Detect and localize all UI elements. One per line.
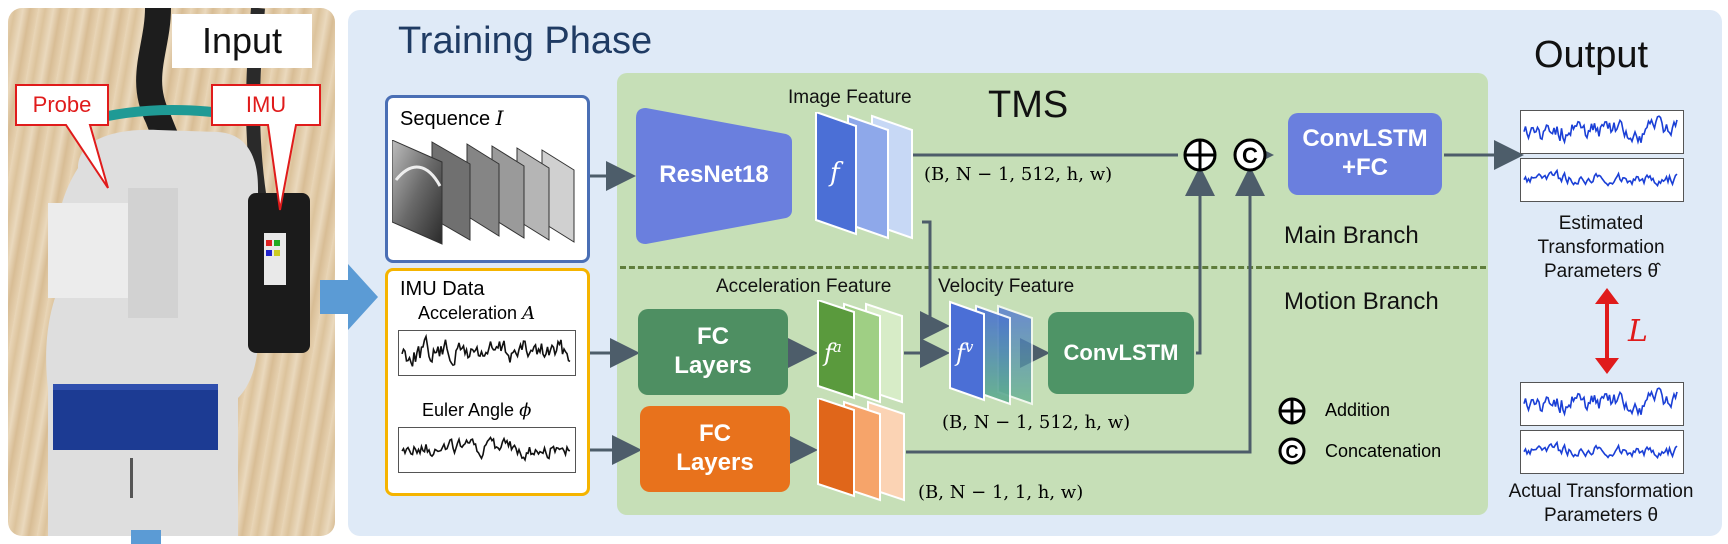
estimated-signal-box-2 xyxy=(1520,158,1684,202)
velocity-shape-label: (B, N − 1, 512, h, w) xyxy=(942,412,1131,433)
velocity-feature-sup: v xyxy=(964,338,974,356)
main-branch-label: Main Branch xyxy=(1284,222,1419,249)
euler-angle-signal xyxy=(401,435,571,463)
estimated-signal-2 xyxy=(1523,168,1678,188)
tms-title: TMS xyxy=(988,84,1069,126)
estimated-line3: Parameters θ̂ xyxy=(1543,261,1659,282)
output-title: Output xyxy=(1534,34,1649,76)
velocity-feature-f: f xyxy=(956,339,965,367)
acceleration-feature-symbol: fa xyxy=(824,338,842,367)
loss-arrow xyxy=(1595,288,1619,374)
probe-label: Probe xyxy=(32,92,92,117)
acceleration-label-text: Acceleration xyxy=(418,303,518,323)
euler-angle-label: Euler Angle ϕ xyxy=(422,400,531,421)
resnet-label: ResNet18 xyxy=(659,160,769,188)
image-shape-label: (B, N − 1, 512, h, w) xyxy=(924,164,1113,185)
signal-trace xyxy=(1523,168,1678,188)
estimated-params-label: Estimated Transformation Parameters θ̂ xyxy=(1520,212,1682,284)
legend-concat-icon: C xyxy=(1278,437,1306,465)
acceleration-feature-stack xyxy=(817,300,903,404)
image-feature-stack xyxy=(815,112,913,240)
input-arrow xyxy=(320,264,378,330)
acceleration-feature-sup: a xyxy=(832,338,842,356)
concat-operator: C xyxy=(1233,138,1267,172)
image-feature-label: Image Feature xyxy=(788,87,912,108)
signal-trace xyxy=(1523,387,1678,417)
signal-trace xyxy=(401,333,571,367)
imu-label: IMU xyxy=(245,92,287,117)
sequence-label-text: Sequence xyxy=(400,108,491,130)
actual-signal-box-2 xyxy=(1520,430,1684,474)
fc-layers-euler-line2: Layers xyxy=(676,449,754,476)
fc-layers-accel-line1: FC xyxy=(697,323,729,351)
estimated-line1: Estimated xyxy=(1558,213,1644,234)
head-line1: ConvLSTM xyxy=(1302,125,1428,153)
imu-callout xyxy=(211,84,321,211)
velocity-feature-label: Velocity Feature xyxy=(938,276,1075,297)
angle-feature-stack xyxy=(817,398,905,502)
velocity-feature-stack xyxy=(949,300,1033,406)
fc-layers-euler: FC Layers xyxy=(640,406,790,492)
legend-addition-icon xyxy=(1278,397,1306,425)
convlstm-fc-head: ConvLSTM +FC xyxy=(1288,113,1442,195)
angle-to-concat-arrow xyxy=(906,166,1265,454)
signal-trace xyxy=(401,435,571,463)
probe-callout xyxy=(15,84,109,189)
signal-trace xyxy=(1523,115,1678,145)
acceleration-label: Acceleration A xyxy=(418,303,535,324)
resnet-block-shape xyxy=(636,108,792,244)
euler-angle-symbol: ϕ xyxy=(519,400,532,421)
fc-layers-euler-line1: FC xyxy=(699,420,731,448)
fc-layers-accel-line2: Layers xyxy=(674,352,752,379)
branch-divider xyxy=(620,266,1486,269)
motion-branch-label: Motion Branch xyxy=(1284,288,1439,315)
training-phase-title: Training Phase xyxy=(398,20,653,62)
sequence-symbol: I xyxy=(495,106,504,130)
angle-shape-label: (B, N − 1, 1, h, w) xyxy=(918,482,1084,503)
acceleration-signal xyxy=(401,333,571,367)
euler-angle-label-text: Euler Angle xyxy=(422,400,515,420)
convlstm-block: ConvLSTM xyxy=(1048,312,1194,394)
velocity-feature-symbol: fv xyxy=(956,338,973,367)
svg-text:C: C xyxy=(1242,143,1258,168)
actual-signal-2 xyxy=(1523,440,1678,460)
imu-data-title: IMU Data xyxy=(400,278,485,300)
actual-line1: Actual Transformation xyxy=(1508,481,1694,502)
actual-params-label: Actual Transformation Parameters θ xyxy=(1478,480,1724,528)
ultrasound-frames xyxy=(392,140,575,245)
input-label-box: Input xyxy=(172,14,312,68)
loss-label: L xyxy=(1628,314,1648,349)
acceleration-feature-label: Acceleration Feature xyxy=(716,276,892,297)
probe-device-illustration xyxy=(46,8,310,536)
bottom-arrow-stub xyxy=(131,530,161,544)
legend-addition-label: Addition xyxy=(1325,400,1391,420)
head-line2: +FC xyxy=(1341,154,1388,181)
estimated-line2: Transformation xyxy=(1537,237,1665,258)
actual-signal-1 xyxy=(1523,387,1678,417)
callouts xyxy=(15,84,321,211)
actual-line2: Parameters θ xyxy=(1543,505,1659,526)
addition-operator xyxy=(1183,138,1217,172)
image-feature-symbol: f xyxy=(830,158,840,188)
svg-text:C: C xyxy=(1286,442,1299,462)
acceleration-symbol: A xyxy=(522,303,536,324)
acceleration-feature-f: f xyxy=(824,339,833,367)
fc-layers-accel: FC Layers xyxy=(638,309,788,395)
convlstm-to-addition-arrow xyxy=(1185,166,1215,355)
image-to-velocity-arrow xyxy=(920,220,950,341)
input-label: Input xyxy=(201,20,283,61)
sequence-label: Sequence I xyxy=(400,106,504,131)
estimated-signal-1 xyxy=(1523,115,1678,145)
signal-trace xyxy=(1523,440,1678,460)
legend-concat-label: Concatenation xyxy=(1325,441,1442,461)
